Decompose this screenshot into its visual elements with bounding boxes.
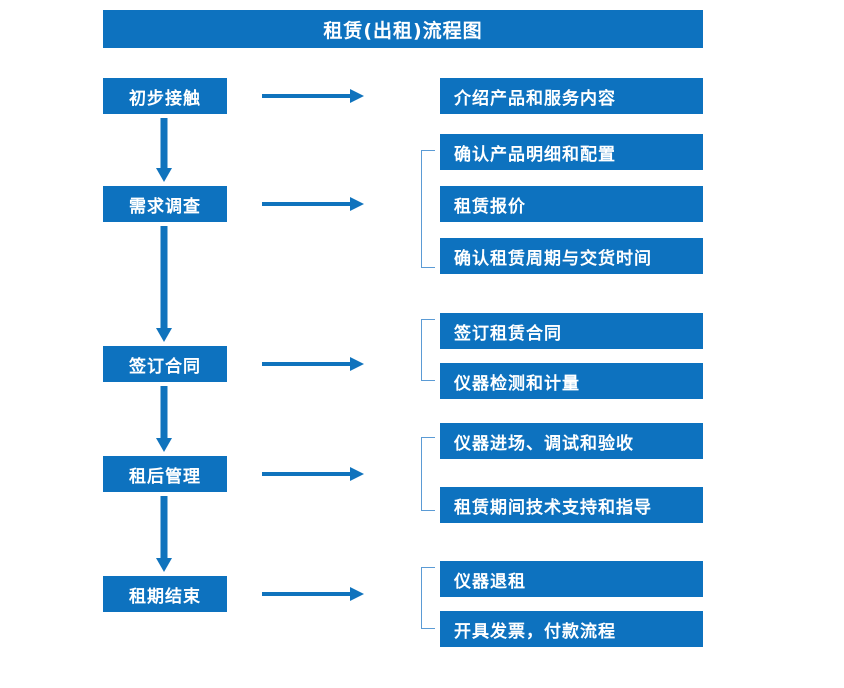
arrow-down-stage-3-to-4 <box>156 386 172 452</box>
arrow-down-stage-2-to-3 <box>156 226 172 342</box>
arrow-down-stage-4-to-5 <box>156 496 172 572</box>
detail-box-2-2[interactable]: 租赁报价 <box>440 186 703 222</box>
bracket-connector-3 <box>421 319 435 381</box>
detail-box-3-2[interactable]: 仪器检测和计量 <box>440 363 703 399</box>
bracket-connector-5 <box>421 567 435 629</box>
detail-box-4-1[interactable]: 仪器进场、调试和验收 <box>440 423 703 459</box>
detail-box-4-2[interactable]: 租赁期间技术支持和指导 <box>440 487 703 523</box>
detail-box-2-1[interactable]: 确认产品明细和配置 <box>440 134 703 170</box>
stage-box-4[interactable]: 租后管理 <box>103 456 227 492</box>
stage-box-1[interactable]: 初步接触 <box>103 78 227 114</box>
arrow-right-stage-4 <box>262 467 364 481</box>
arrow-right-stage-3 <box>262 357 364 371</box>
bracket-connector-2 <box>421 150 435 268</box>
stage-box-5[interactable]: 租期结束 <box>103 576 227 612</box>
flowchart-title: 租赁(出租)流程图 <box>103 10 703 48</box>
detail-box-1-1[interactable]: 介绍产品和服务内容 <box>440 78 703 114</box>
detail-box-2-3[interactable]: 确认租赁周期与交货时间 <box>440 238 703 274</box>
arrow-right-stage-2 <box>262 197 364 211</box>
bracket-connector-4 <box>421 437 435 511</box>
stage-box-2[interactable]: 需求调查 <box>103 186 227 222</box>
arrow-right-stage-5 <box>262 587 364 601</box>
detail-box-5-2[interactable]: 开具发票，付款流程 <box>440 611 703 647</box>
stage-box-3[interactable]: 签订合同 <box>103 346 227 382</box>
detail-box-3-1[interactable]: 签订租赁合同 <box>440 313 703 349</box>
arrow-right-stage-1 <box>262 89 364 103</box>
arrow-down-stage-1-to-2 <box>156 118 172 182</box>
detail-box-5-1[interactable]: 仪器退租 <box>440 561 703 597</box>
